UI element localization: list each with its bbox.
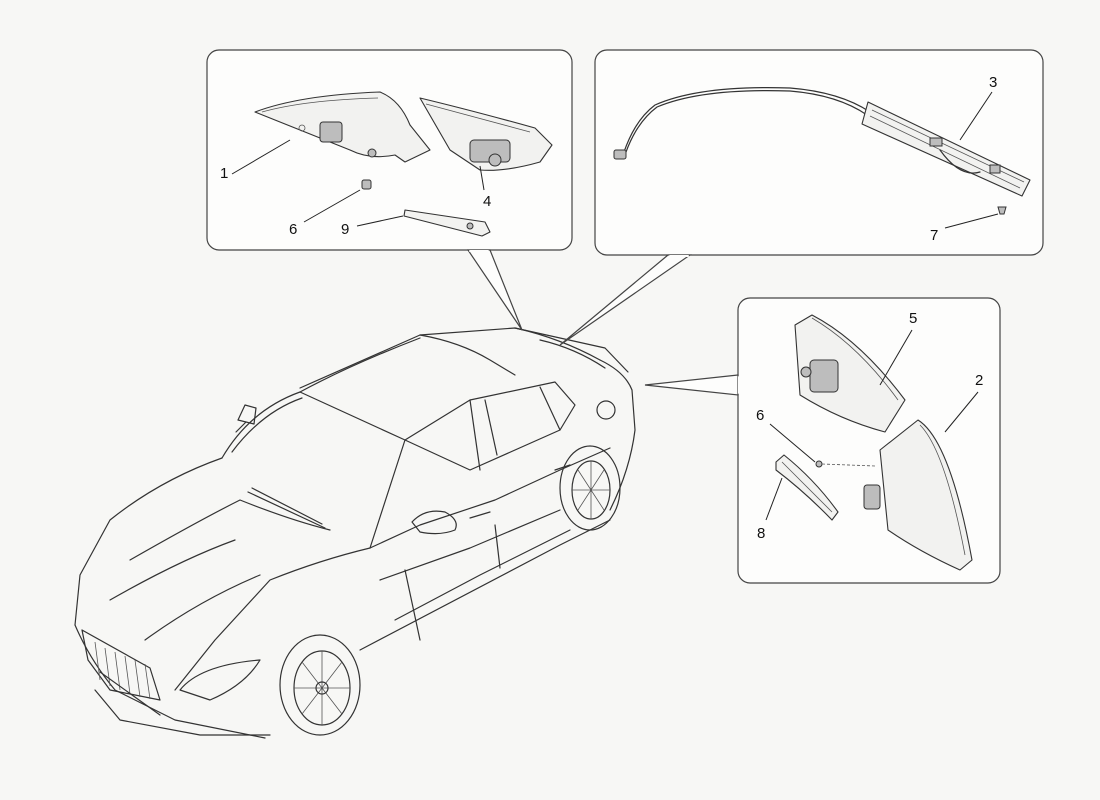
part-9-marker-lamp	[403, 209, 491, 237]
callout-5: 5	[909, 310, 917, 327]
part-6-bulb	[361, 179, 372, 190]
callout-1: 1	[220, 165, 228, 182]
callout-2: 2	[975, 372, 983, 389]
callout-9: 9	[341, 221, 349, 238]
wiring-harness	[613, 87, 871, 160]
callout-4: 4	[483, 193, 491, 210]
part-6-bulb-outer	[815, 460, 823, 468]
callout-3: 3	[989, 74, 997, 91]
part-2-outer-tail-lamp	[863, 419, 973, 571]
part-1-tail-lamp	[254, 91, 431, 163]
part-7-screw	[997, 206, 1007, 215]
panel-outer-tail-light: 5 2 6 8	[644, 297, 1001, 584]
callout-6-top: 6	[289, 221, 297, 238]
part-3-brake-light	[861, 101, 1031, 197]
callout-7: 7	[930, 227, 938, 244]
part-8-side-marker	[775, 454, 839, 521]
callout-8: 8	[757, 525, 765, 542]
car-illustration	[74, 327, 636, 739]
panel-rear-light-cluster: 1 4 6 9	[206, 49, 573, 331]
callout-6-right: 6	[756, 407, 764, 424]
part-4-inner-lamp	[419, 97, 553, 171]
part-5-lamp-unit	[794, 314, 906, 433]
panel-third-brake-light: 3 7	[559, 49, 1044, 346]
